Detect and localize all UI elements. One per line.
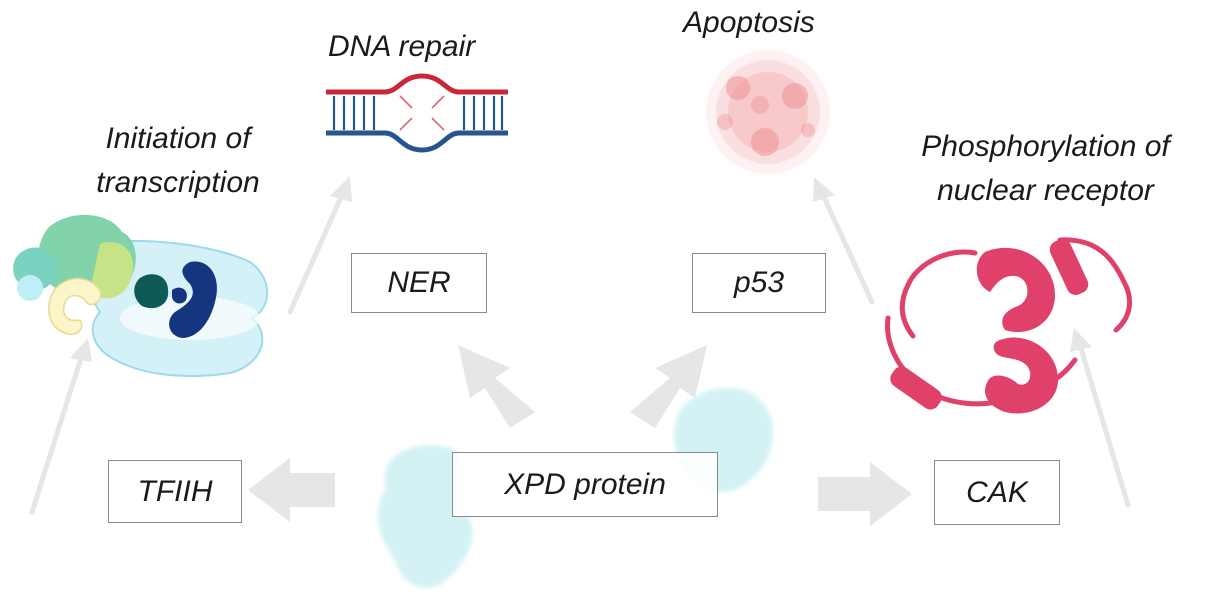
- arrow-xpd-to-ner: [458, 345, 535, 428]
- label-phosphorylation-of-nuclear-receptor: Phosphorylation of nuclear receptor: [921, 130, 1170, 207]
- thick-arrows: [248, 345, 912, 526]
- xpd-protein-label: XPD protein: [504, 467, 666, 501]
- label-initiation-of-transcription: Initiation of transcription: [96, 122, 260, 199]
- arrow-p53-to-apoptosis: [820, 192, 875, 305]
- label-dna-repair: DNA repair: [328, 30, 476, 63]
- arrow-cak-to-phosphorylation: [1077, 342, 1131, 508]
- xpd-protein-cloud-left: [377, 445, 473, 589]
- dna-repair-icon: [326, 73, 508, 153]
- apoptotic-cell-icon: [706, 50, 830, 174]
- label-apoptosis: Apoptosis: [683, 6, 815, 39]
- arrowhead-dna-repair: [330, 176, 352, 202]
- transcription-complex-icon: [13, 214, 269, 377]
- arrow-tfiih-to-initiation: [29, 352, 85, 515]
- arrow-xpd-to-cak: [818, 462, 912, 526]
- nuclear-receptor-dimer-icon: [884, 237, 1133, 414]
- tfiih-box: TFIIH: [108, 460, 242, 523]
- arrow-xpd-to-p53: [630, 345, 707, 428]
- arrowhead-initiation: [70, 338, 92, 362]
- ner-box: NER: [351, 253, 487, 313]
- arrow-ner-to-dna-repair: [287, 192, 345, 315]
- tfiih-label: TFIIH: [137, 474, 213, 508]
- cak-box: CAK: [934, 460, 1060, 525]
- arrowhead-phosphorylation: [1070, 328, 1092, 352]
- p53-box: p53: [692, 253, 826, 313]
- xpd-protein-box: XPD protein: [452, 452, 718, 517]
- cak-label: CAK: [966, 475, 1028, 509]
- ner-label: NER: [387, 266, 451, 299]
- p53-label: p53: [733, 266, 785, 299]
- thin-arrows: [29, 176, 1131, 515]
- arrow-xpd-to-tfiih: [248, 458, 335, 522]
- arrowhead-apoptosis: [813, 177, 835, 202]
